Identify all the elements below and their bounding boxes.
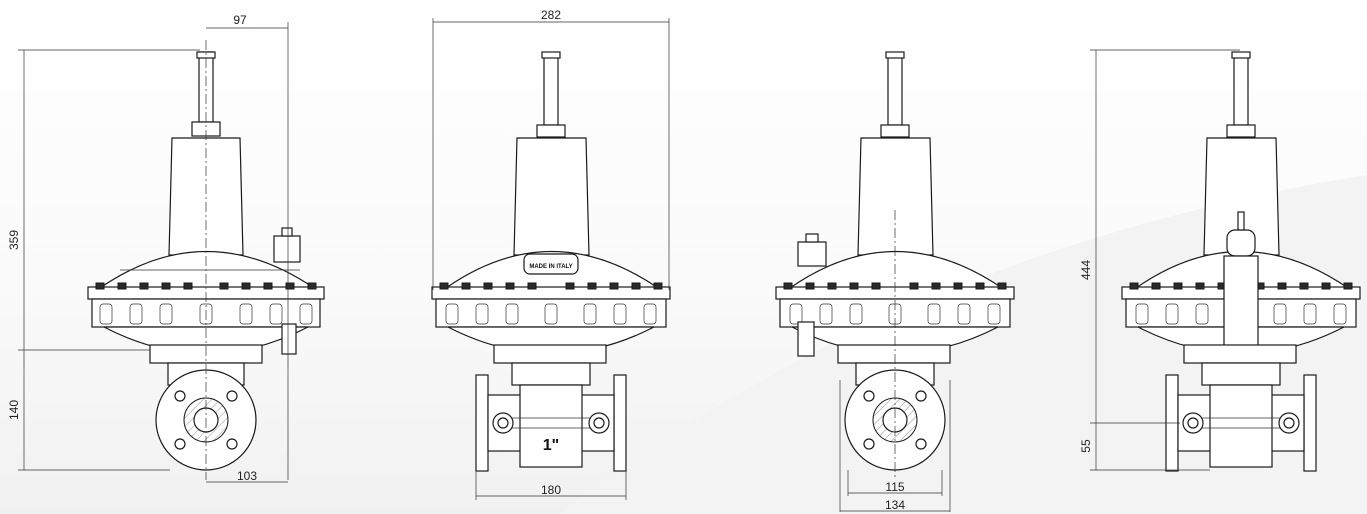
view-3-dim-134: 134 <box>885 498 905 512</box>
view-4-dim-55: 55 <box>1079 439 1093 453</box>
view-1-dim-140: 140 <box>7 400 21 420</box>
view-4-front <box>1090 49 1361 472</box>
view-2-dim-282: 282 <box>541 8 561 22</box>
view-4-dim-444: 444 <box>1079 260 1093 280</box>
view-2-logo-plate <box>523 253 579 275</box>
view-2-dim-180: 180 <box>541 483 561 497</box>
view-1-dim-359: 359 <box>7 230 21 250</box>
view-1-side <box>18 22 325 483</box>
view-1-dim-103: 103 <box>237 469 257 483</box>
view-2-front <box>431 18 671 500</box>
view-1-dim-97: 97 <box>233 13 247 27</box>
view-3-side <box>775 51 1015 512</box>
view-2-logo-text: MADE IN ITALY <box>529 264 572 270</box>
view-2-size-label: 1" <box>543 437 559 454</box>
view-3-dim-115: 115 <box>885 480 904 494</box>
background-sweep <box>560 175 1367 514</box>
